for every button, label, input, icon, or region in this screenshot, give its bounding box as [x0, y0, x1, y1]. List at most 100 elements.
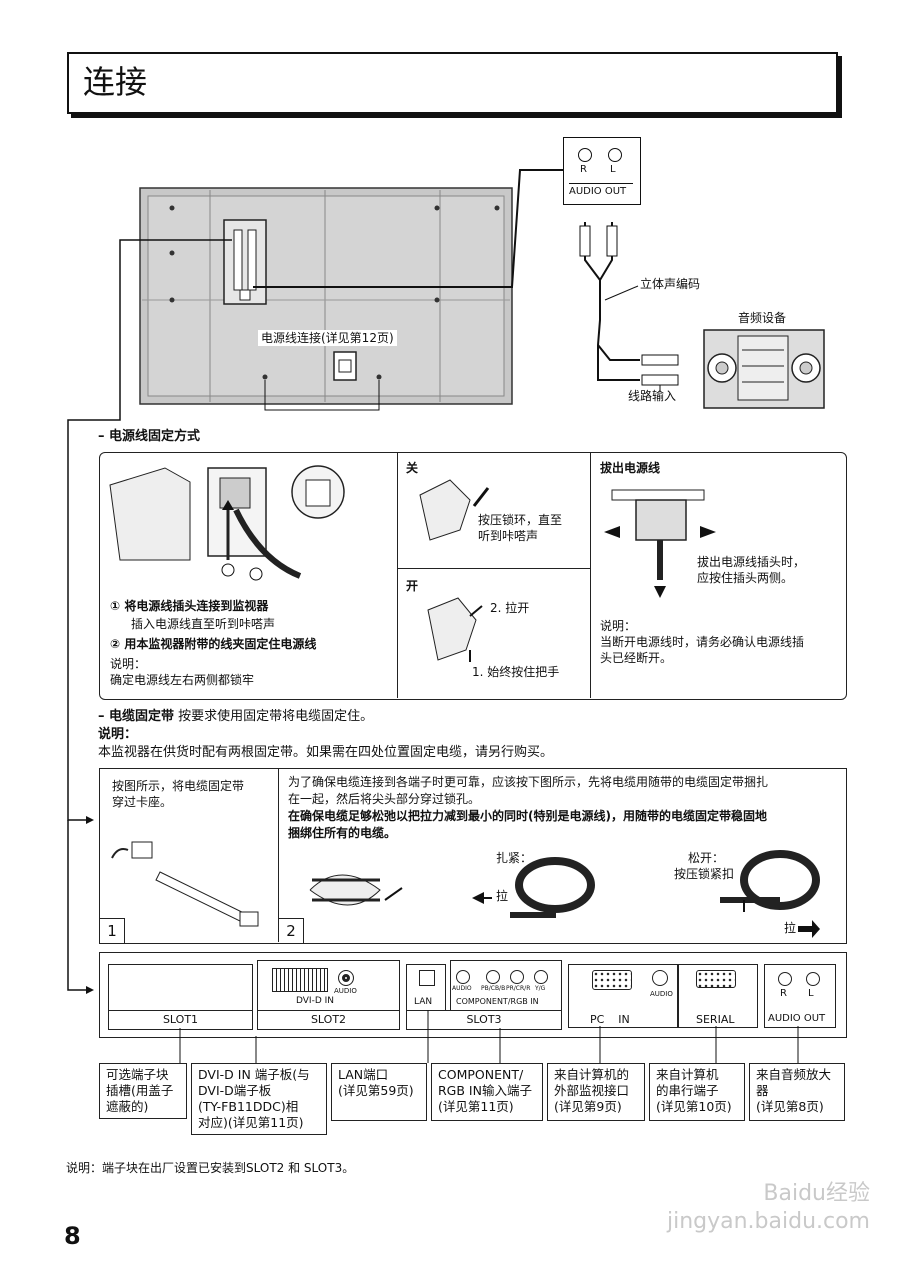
desc-slot1: 可选端子块 插槽(用盖子 遮蔽的) — [99, 1063, 187, 1119]
comp-pb-jack-icon[interactable] — [486, 970, 500, 984]
serial-port-icon[interactable] — [696, 970, 736, 988]
lan-label: LAN — [414, 997, 433, 1007]
desc-lan-line-2: (详见第59页) — [338, 1083, 414, 1098]
unplug-title: 拔出电源线 — [600, 461, 661, 475]
out-r-label: R — [780, 988, 787, 999]
line-in-label: 线路输入 — [628, 389, 677, 403]
loosen-label: 松开： — [688, 851, 725, 865]
step1-band-text-2: 穿过卡座。 — [112, 795, 173, 809]
close-text-1: 按压锁环，直至 — [478, 513, 563, 527]
cable-band-heading-bold: – 电缆固定带 — [98, 709, 175, 724]
step2-title: ② 用本监视器附带的线夹固定住电源线 — [110, 637, 317, 651]
stereo-cable-label: 立体声编码 — [640, 277, 701, 291]
unplug-text-1: 拔出电源线插头时， — [697, 555, 806, 569]
panel-divider-2 — [590, 453, 591, 698]
pc-in-label: PC IN — [590, 1013, 630, 1026]
component-label: COMPONENT/RGB IN — [456, 997, 539, 1006]
step1-number: 1 — [100, 918, 125, 943]
lan-port-icon[interactable] — [419, 970, 435, 986]
unplug-note-1: 当断开电源线时，请务必确认电源线插 — [600, 635, 805, 649]
pull-label: 拉 — [496, 889, 509, 903]
desc-serial: 来自计算机 的串行端子 (详见第10页) — [649, 1063, 745, 1121]
cable-panel-divider — [278, 769, 279, 942]
desc-lan-line-1: LAN端口 — [338, 1067, 389, 1082]
out-l-label: L — [808, 988, 814, 999]
cable-note-text: 本监视器在供货时配有两根固定带。如果需在四处位置固定电缆，请另行购买。 — [98, 745, 554, 760]
close-text-2: 听到咔嗒声 — [478, 529, 539, 543]
desc-audio-out: 来自音频放大 器 (详见第8页) — [749, 1063, 845, 1121]
panel-divider-3 — [398, 568, 590, 569]
serial-label: SERIAL — [696, 1013, 735, 1026]
pull2-label: 拉 — [784, 921, 797, 935]
desc-component: COMPONENT/ RGB IN输入端子 (详见第11页) — [431, 1063, 543, 1121]
close-label: 关 — [406, 461, 419, 475]
pc-audio-jack-icon[interactable] — [652, 970, 668, 986]
step2-bold-2: 捆绑住所有的电缆。 — [288, 826, 397, 840]
audio-out-terminal-label: AUDIO OUT — [768, 1013, 826, 1024]
unplug-note-2: 头已经断开。 — [600, 651, 673, 665]
panel-divider-1 — [397, 453, 398, 698]
cable-band-heading-rest: 按要求使用固定带将电缆固定住。 — [178, 709, 374, 724]
comp-audio-label: AUDIO — [452, 985, 472, 992]
r-jack-icon — [578, 148, 592, 162]
desc-audio-out-line-3: (详见第8页) — [756, 1099, 824, 1114]
open-step2: 2. 拉开 — [490, 601, 530, 615]
title-box: 连接 — [67, 52, 838, 114]
unplug-note-label: 说明： — [600, 619, 637, 633]
vga-port-icon[interactable] — [592, 970, 632, 990]
desc-serial-line-3: (详见第10页) — [656, 1099, 732, 1114]
desc-component-line-3: (详见第11页) — [438, 1099, 514, 1114]
comp-pb-label: PB/CB/B — [481, 985, 506, 992]
l-jack-icon — [608, 148, 622, 162]
comp-pr-jack-icon[interactable] — [510, 970, 524, 984]
open-label: 开 — [406, 579, 419, 593]
desc-audio-out-line-1: 来自音频放大 — [756, 1067, 832, 1082]
page-number: 8 — [64, 1222, 81, 1250]
comp-audio-jack-icon[interactable] — [456, 970, 470, 984]
step1-title: ① 将电源线插头连接到监视器 — [110, 599, 269, 613]
slot3-label-box — [406, 1010, 562, 1030]
press-lock-label: 按压锁紧扣 — [674, 867, 735, 881]
l-label: L — [610, 164, 616, 175]
tighten-label: 扎紧： — [496, 851, 533, 865]
cable-note-label: 说明： — [98, 727, 138, 742]
desc-pc-line-3: (详见第9页) — [554, 1099, 622, 1114]
slot1-label: SLOT1 — [162, 1013, 199, 1026]
desc-dvi-line-1: DVI-D IN 端子板(与 — [198, 1067, 310, 1082]
step1-text: 插入电源线直至听到咔嗒声 — [131, 617, 276, 631]
audio-out-box: R L AUDIO OUT — [563, 137, 641, 205]
audio-out-label: AUDIO OUT — [569, 183, 633, 197]
desc-component-line-2: RGB IN输入端子 — [438, 1083, 532, 1098]
desc-slot1-line-2: 插槽(用盖子 — [106, 1083, 174, 1098]
desc-slot1-line-3: 遮蔽的) — [106, 1099, 149, 1114]
desc-dvi-line-3: (TY-FB11DDC)相 — [198, 1099, 299, 1114]
step2-number: 2 — [279, 918, 304, 943]
page-title: 连接 — [83, 63, 148, 101]
desc-dvi-line-2: DVI-D端子板 — [198, 1083, 272, 1098]
desc-component-line-1: COMPONENT/ — [438, 1067, 524, 1082]
dvi-in-label: DVI-D IN — [296, 996, 335, 1006]
step2-bold-1: 在确保电缆足够松弛以把拉力减到最小的同时(特别是电源线)，用随带的电缆固定带稳固… — [288, 809, 767, 823]
out-l-jack-icon[interactable] — [806, 972, 820, 986]
slot2-label: SLOT2 — [310, 1013, 347, 1026]
audio-device-label: 音频设备 — [738, 311, 787, 325]
dvi-connector-icon[interactable] — [272, 968, 328, 992]
footer-note: 说明：端子块在出厂设置已安装到SLOT2 和 SLOT3。 — [66, 1161, 355, 1175]
out-r-jack-icon[interactable] — [778, 972, 792, 986]
lan-board — [406, 964, 446, 1012]
desc-audio-out-line-2: 器 — [756, 1083, 769, 1098]
dvi-audio-jack-icon[interactable] — [338, 970, 354, 986]
desc-pc: 来自计算机的 外部监视接口 (详见第9页) — [547, 1063, 645, 1121]
open-step1: 1. 始终按住把手 — [472, 665, 560, 679]
desc-lan: LAN端口 (详见第59页) — [331, 1063, 427, 1121]
comp-y-jack-icon[interactable] — [534, 970, 548, 984]
note-label: 说明： — [110, 657, 147, 671]
desc-pc-line-1: 来自计算机的 — [554, 1067, 630, 1082]
desc-serial-line-2: 的串行端子 — [656, 1083, 719, 1098]
dvi-audio-label: AUDIO — [334, 987, 357, 995]
step2-text-1: 为了确保电缆连接到各端子时更可靠，应该按下图所示，先将电缆用随带的电缆固定带捆扎 — [288, 775, 769, 789]
power-connection-label: 电源线连接(详见第12页) — [258, 330, 397, 346]
slot2-label-box — [257, 1010, 400, 1030]
